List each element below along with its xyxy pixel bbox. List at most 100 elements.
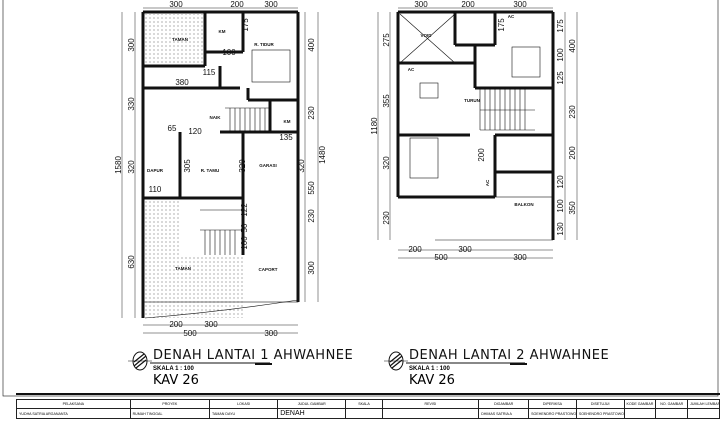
dim-left: 230 (382, 211, 391, 225)
plan2-scale: SKALA 1 : 100 (409, 366, 450, 372)
title-block-header: PELAKSANA PROYEK LOKASI JUDUL GAMBAR SKA… (16, 399, 720, 409)
dim-right: 230 (568, 105, 577, 119)
room-label: TAMAN (175, 266, 191, 271)
dim-left: 330 (127, 97, 136, 111)
dim-right: 550 (307, 181, 316, 195)
value-cell: TAMAN DAYU (209, 408, 279, 419)
room-label: VOID (420, 33, 432, 38)
value-cell (345, 408, 383, 419)
value-cell (687, 408, 720, 419)
value-cell (381, 408, 480, 419)
dim-right-inner: 175 (556, 19, 565, 33)
dim-bottom: 200 (169, 320, 183, 329)
dim-inner: 135 (279, 133, 293, 142)
dim-inner: 175 (497, 18, 506, 32)
room-label: GARASI (259, 163, 277, 168)
dim-left: 320 (127, 160, 136, 174)
dim-inner: 100 (240, 236, 249, 250)
dim-inner: 110 (149, 185, 162, 194)
dim-right: 400 (307, 38, 316, 52)
table-icon (419, 82, 439, 99)
header-cell: PELAKSANA (16, 399, 131, 409)
plan1-title: DENAH LANTAI 1 AHWAHNEE (153, 348, 354, 363)
dim-right: 230 (307, 209, 316, 223)
room-label: AC (485, 179, 490, 186)
dim-bottom-total: 300 (264, 329, 278, 338)
bed-icon (409, 137, 439, 179)
title-block-values: YUDHA SATRIA ARGANANTA RUMAH TINGGAL TAM… (16, 408, 720, 419)
dim-right: 400 (568, 39, 577, 53)
front-steps (200, 209, 244, 255)
section-marker-icon (128, 351, 272, 371)
header-cell: REVISI (381, 399, 480, 409)
dim-right-inner: 130 (556, 222, 565, 236)
dim-right-inner: 125 (556, 71, 565, 85)
bed-icon (511, 46, 541, 78)
floor-plan-2: 300 200 300 275 355 320 230 1180 175 100… (370, 0, 578, 262)
dim-left: 630 (127, 255, 136, 269)
dim-top-2: 200 (230, 0, 244, 9)
dim-left-total: 1580 (114, 156, 123, 174)
section-marker-icon (384, 351, 527, 371)
room-label: AC (408, 67, 415, 72)
header-cell: DIPERIKSA (528, 399, 577, 409)
garden-bottom-hatch (145, 198, 245, 318)
value-cell (623, 408, 657, 419)
void-cross (399, 13, 456, 64)
header-cell: NO. GAMBAR (655, 399, 689, 409)
dim-left: 275 (382, 33, 391, 47)
dim-inner: 305 (183, 159, 192, 173)
room-label: R. TIDUR (254, 42, 274, 47)
dim-inner: 120 (188, 127, 202, 136)
dim-inner: 200 (477, 148, 486, 162)
header-cell: PROYEK (129, 399, 211, 409)
room-label: NAIK (210, 115, 222, 120)
plan1-kav: KAV 26 (153, 373, 199, 388)
room-label: R. TAMU (201, 168, 219, 173)
plan2-title: DENAH LANTAI 2 AHWAHNEE (409, 348, 610, 363)
value-cell: YUDHA SATRIA ARGANANTA (16, 408, 131, 419)
dim-inner: 115 (203, 68, 216, 77)
dim-inner: 320 (238, 159, 247, 173)
dim-left: 300 (127, 38, 136, 52)
floor-plan-1: 300 200 300 300 330 320 630 1580 400 230… (114, 0, 327, 338)
stairs (225, 107, 271, 132)
dim-bottom: 300 (204, 320, 218, 329)
plan2-kav: KAV 26 (409, 373, 455, 388)
dim-bottom-total: 500 (183, 329, 197, 338)
value-cell: RUMAH TINGGAL (129, 408, 211, 419)
dim-bottom: 300 (458, 245, 472, 254)
header-cell: SKALA (345, 399, 383, 409)
dim-left: 355 (382, 94, 391, 108)
dim-inner: 122 (240, 203, 249, 217)
header-cell: JUDUL GAMBAR (277, 399, 347, 409)
room-label: TAMAN (172, 37, 188, 42)
dim-inner: 380 (175, 78, 189, 87)
dim-right-inner: 100 (556, 199, 565, 213)
header-cell: DIGAMBAR (478, 399, 530, 409)
header-cell: DISETUJUI (575, 399, 625, 409)
bed-icon (251, 49, 291, 83)
header-cell: LOKASI (209, 399, 279, 409)
sheet-border (2, 0, 719, 397)
dim-top-1: 300 (169, 0, 183, 9)
dim-right-total: 1480 (318, 146, 327, 164)
dim-right: 320 (297, 159, 306, 173)
dim-left-total: 1180 (370, 117, 379, 135)
value-cell (655, 408, 689, 419)
dim-top-1: 300 (414, 0, 428, 9)
value-cell: SOEHENDRO PRASTOWO (575, 408, 625, 419)
dim-left: 320 (382, 156, 391, 170)
stairs (479, 88, 535, 131)
title-block: PELAKSANA PROYEK LOKASI JUDUL GAMBAR SKA… (16, 399, 720, 419)
dim-inner: 50 (240, 223, 249, 232)
dim-right-inner: 100 (556, 48, 565, 62)
dim-right: 230 (307, 106, 316, 120)
dim-right-inner: 120 (556, 175, 565, 189)
room-label: TURUN (464, 98, 480, 103)
dim-top-3: 300 (513, 0, 527, 9)
dim-top-3: 300 (264, 0, 278, 9)
value-cell: DHIMAS SATRIA A (478, 408, 530, 419)
room-label: CAPORT (259, 267, 278, 272)
